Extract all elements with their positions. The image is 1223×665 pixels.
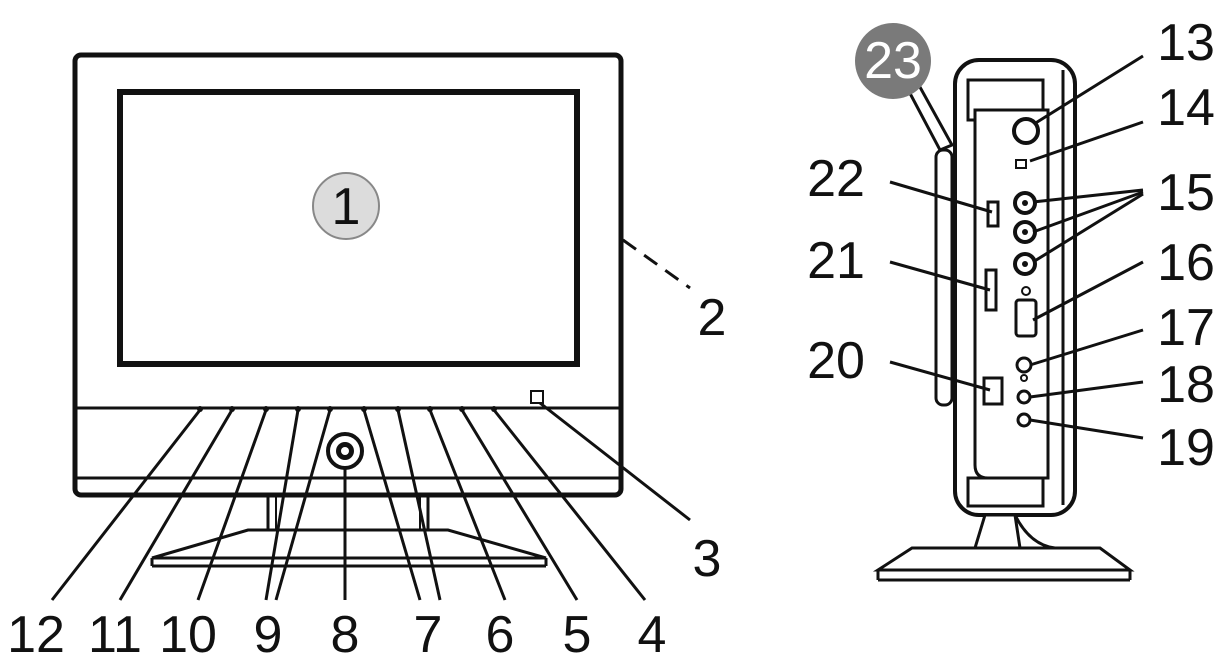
svg-text:1: 1 [332, 178, 361, 236]
tv-front-view: 1 2 3 4 5 6 7 8 9 10 11 12 [7, 52, 727, 664]
callout-22: 22 [807, 150, 865, 208]
callout-9: 9 [254, 606, 283, 664]
callout-3: 3 [693, 530, 722, 588]
callout-16: 16 [1157, 234, 1215, 292]
callout-20: 20 [807, 332, 865, 390]
callout-12: 12 [7, 606, 65, 664]
callout-4: 4 [638, 606, 667, 664]
callout-19: 19 [1157, 419, 1215, 477]
callout-badge-23: 23 [855, 23, 931, 99]
side-leaders [889, 54, 1144, 440]
callout-2: 2 [698, 289, 727, 347]
callout-7: 7 [414, 606, 443, 664]
antenna [892, 58, 955, 407]
front-leaders [50, 401, 691, 601]
callout-badge-1: 1 [312, 172, 380, 240]
callout-13: 13 [1157, 14, 1215, 72]
tv-stand [150, 497, 548, 568]
tv-side-view: 23 [807, 14, 1215, 582]
svg-text:23: 23 [864, 32, 922, 90]
callout-5: 5 [563, 606, 592, 664]
ir-sensor [530, 390, 544, 404]
callout-21: 21 [807, 232, 865, 290]
leader-2 [622, 238, 691, 290]
callout-10: 10 [159, 606, 217, 664]
callout-14: 14 [1157, 79, 1215, 137]
callout-17: 17 [1157, 299, 1215, 357]
callout-8: 8 [331, 606, 360, 664]
power-button [326, 432, 364, 470]
side-stand [872, 513, 1135, 582]
callout-11: 11 [88, 606, 142, 664]
callout-15: 15 [1157, 164, 1215, 222]
callout-6: 6 [486, 606, 515, 664]
callout-18: 18 [1157, 356, 1215, 414]
